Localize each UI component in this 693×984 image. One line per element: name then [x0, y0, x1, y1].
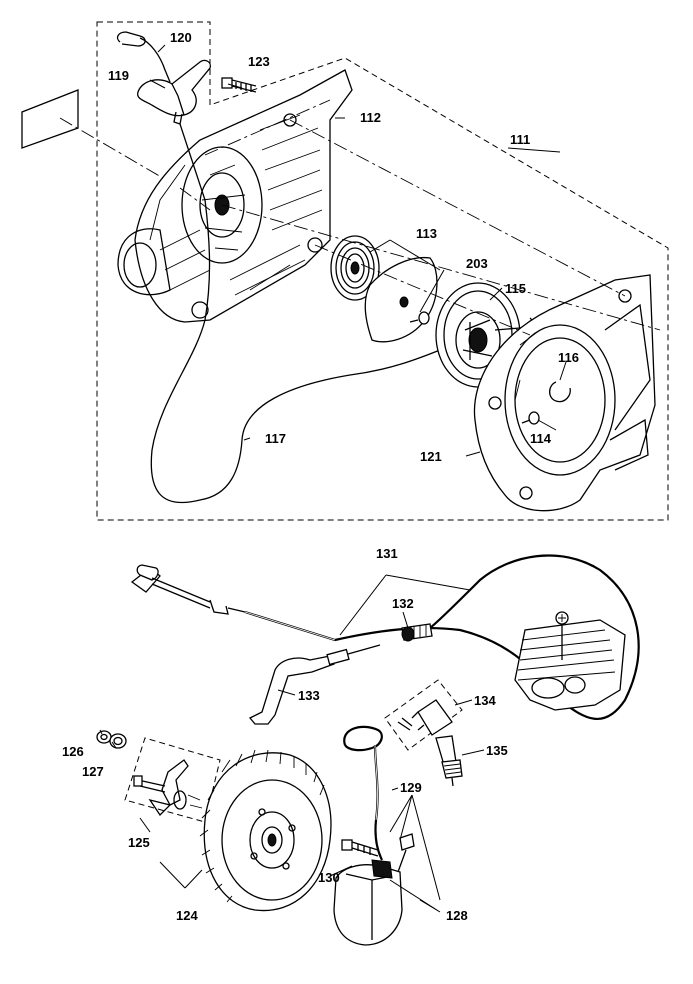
circlip-116 — [548, 381, 571, 403]
callout-126: 126 — [62, 744, 84, 759]
axis-line-3 — [314, 244, 531, 336]
label-plate-dashdot — [59, 117, 181, 189]
starter-rope-117 — [150, 123, 441, 504]
assembly-111-boundary — [96, 21, 669, 521]
spark-plug-boot-134 — [384, 679, 463, 751]
throttle-cable-131 — [244, 554, 640, 720]
starter-cover-121 — [473, 274, 656, 512]
callout-124: 124 — [176, 908, 198, 923]
washer-126 — [96, 730, 112, 744]
callout-128: 128 — [446, 908, 468, 923]
spark-plug-135 — [435, 735, 463, 787]
clip-120 — [116, 31, 171, 83]
screw-114 — [521, 411, 540, 425]
throttle-lever-133 — [248, 644, 381, 725]
starter-assembly-group — [21, 21, 669, 521]
wire-connector — [397, 833, 415, 873]
label-plate — [21, 89, 79, 149]
callout-134: 134 — [474, 693, 496, 708]
callout-123: 123 — [248, 54, 270, 69]
ignition-module-128 — [333, 859, 403, 946]
callout-115: 115 — [505, 281, 526, 296]
axis-line-4 — [179, 187, 211, 211]
callout-127: 127 — [82, 764, 104, 779]
callout-203: 203 — [466, 256, 488, 271]
ignition-assembly-group — [96, 554, 640, 946]
starter-handle-119 — [136, 59, 211, 125]
axis-line-5 — [289, 119, 626, 297]
callout-121: 121 — [420, 449, 442, 464]
callout-125: 125 — [128, 835, 150, 850]
engine-cylinder — [514, 611, 626, 711]
cable-adjuster-132 — [401, 623, 433, 642]
throttle-rod-end — [130, 564, 246, 615]
screw-203 — [409, 311, 430, 325]
washer-127 — [109, 733, 127, 749]
axis-line-1 — [221, 204, 661, 331]
callout-117: 117 — [265, 431, 286, 446]
pawl-kit-125 — [124, 737, 221, 823]
callout-132: 132 — [392, 596, 414, 611]
callout-111: 111 — [510, 132, 530, 147]
callout-113: 113 — [416, 226, 437, 241]
callout-114: 114 — [530, 431, 552, 446]
callout-135: 135 — [486, 743, 508, 758]
callout-133: 133 — [298, 688, 320, 703]
callout-131: 131 — [376, 546, 398, 561]
rewind-spring-113 — [330, 235, 438, 343]
callout-119: 119 — [108, 68, 129, 83]
callout-130: 130 — [318, 870, 340, 885]
callout-112: 112 — [360, 110, 381, 125]
axis-line-2 — [204, 99, 331, 156]
callout-120: 120 — [170, 30, 192, 45]
callout-129: 129 — [400, 780, 422, 795]
callout-labels: 120 123 119 112 111 113 203 115 116 114 … — [62, 30, 579, 923]
callout-116: 116 — [558, 350, 579, 365]
fan-housing-112 — [117, 69, 353, 323]
flywheel-124 — [199, 749, 332, 912]
screw-130 — [341, 839, 379, 857]
screw-123 — [221, 77, 257, 93]
